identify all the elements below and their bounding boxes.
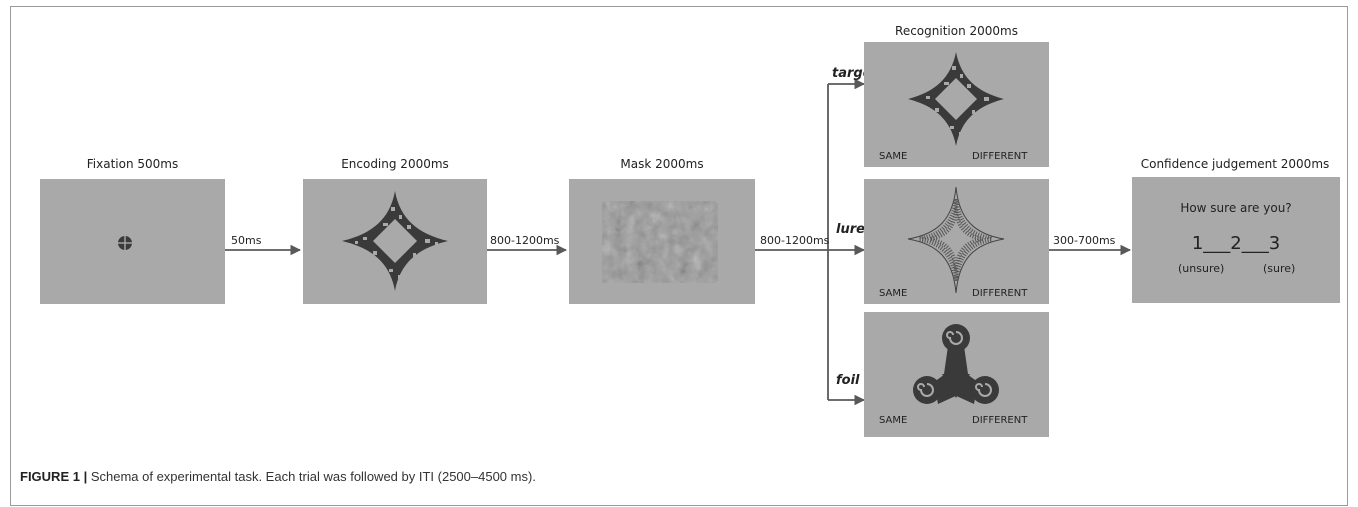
panel-recognition-lure: SAME DIFFERENT [864,179,1049,304]
confidence-high-label: (sure) [1263,262,1296,275]
interval-fix-enc: 50ms [231,234,262,247]
response-same-foil: SAME [879,415,908,426]
triskelion-icon [913,324,999,404]
response-same-lure: SAME [879,288,908,299]
branch-label-foil: foil [836,373,860,388]
response-different-foil: DIFFERENT [972,415,1028,426]
crosshair-icon [118,236,132,250]
confidence-low-label: (unsure) [1178,262,1225,275]
interval-mask-rec: 800-1200ms [760,234,830,247]
noise-pattern [569,179,755,304]
stage-title-mask: Mask 2000ms [620,157,704,171]
branch-label-lure: lure [836,222,865,237]
response-different-target: DIFFERENT [972,151,1028,162]
fractal-diamond-icon [342,191,448,291]
panel-recognition-foil: SAME DIFFERENT [864,312,1049,437]
hatched-star-icon [907,186,1005,294]
panel-encoding [303,179,487,304]
response-different-lure: DIFFERENT [972,288,1028,299]
stage-title-confidence: Confidence judgement 2000ms [1140,157,1330,171]
panel-recognition-target: SAME DIFFERENT [864,42,1049,167]
panel-confidence: How sure are you? 1___2___3 (unsure) (su… [1132,177,1340,303]
confidence-scale: 1___2___3 [1191,233,1281,254]
fractal-diamond-icon [908,52,1004,146]
figure-frame [10,6,1348,506]
panel-mask [569,179,755,304]
response-same-target: SAME [879,151,908,162]
stage-title-encoding: Encoding 2000ms [341,157,449,171]
interval-enc-mask: 800-1200ms [490,234,560,247]
interval-rec-conf: 300-700ms [1053,234,1116,247]
panel-fixation [40,179,225,304]
figure-caption: FIGURE 1 | Schema of experimental task. … [20,469,536,484]
stage-title-recognition: Recognition 2000ms [895,24,1018,38]
figure-caption-text: Schema of experimental task. Each trial … [87,469,536,484]
confidence-question: How sure are you? [1180,201,1292,215]
figure-label: FIGURE 1 | [20,469,88,484]
stage-title-fixation: Fixation 500ms [86,157,179,171]
